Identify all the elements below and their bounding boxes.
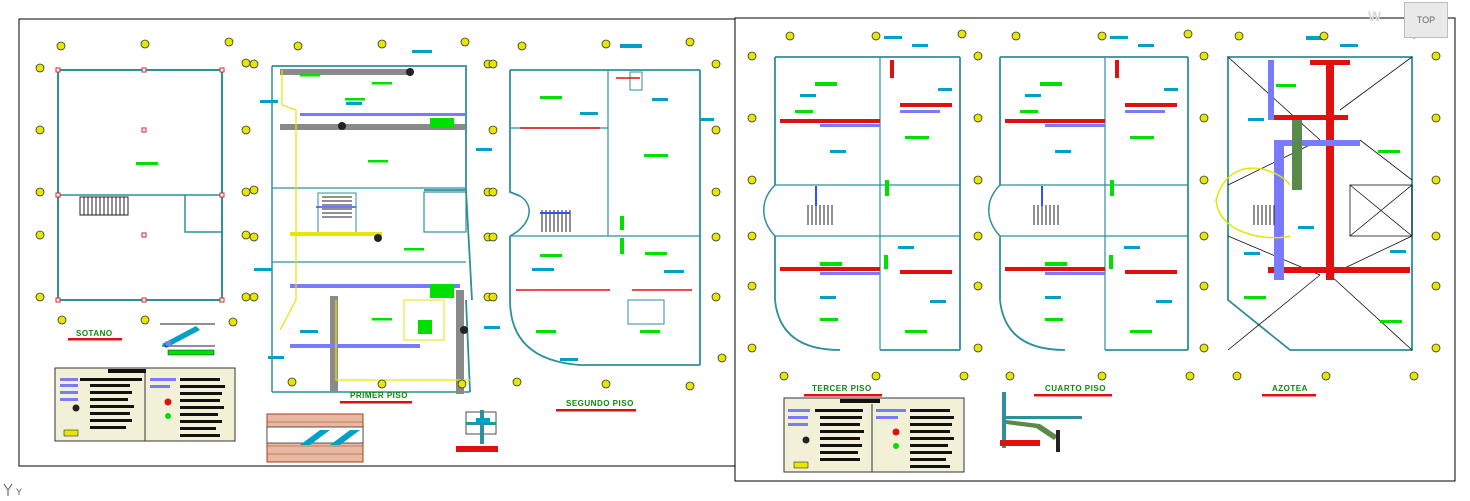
plan-title-underline (556, 409, 636, 412)
plan-sotano (35, 37, 251, 327)
detail-icon (266, 413, 364, 463)
plan-title-segundo-piso: SEGUNDO PISO (566, 399, 634, 408)
plan-title-underline (68, 338, 122, 341)
plan-title-azotea: AZOTEA (1272, 384, 1308, 393)
plan-tercer-piso (747, 29, 983, 381)
plan-title-primer-piso: PRIMER PISO (350, 391, 408, 400)
plan-title-underline (804, 394, 882, 397)
plan-cuarto-piso (988, 29, 1209, 381)
plan-title-underline (1034, 394, 1112, 397)
plan-azotea (1215, 29, 1441, 381)
sheet-right-border (734, 17, 1456, 482)
plan-title-tercer-piso: TERCER PISO (812, 384, 872, 393)
detail-icon (160, 323, 215, 356)
viewcube-icon[interactable]: TOP (1404, 2, 1448, 38)
legend-table-icon (54, 367, 236, 442)
plan-segundo-piso (488, 37, 727, 391)
plan-title-cuarto-piso: CUARTO PISO (1045, 384, 1106, 393)
compass-west-label[interactable]: W (1368, 8, 1382, 24)
plan-primer-piso (249, 37, 500, 394)
ucs-icon (3, 483, 13, 496)
legend-table-icon (783, 397, 965, 473)
plan-title-underline (1262, 394, 1316, 397)
ucs-axis-label: Y (16, 487, 22, 496)
detail-icon (456, 410, 498, 452)
detail-icon (1000, 392, 1082, 452)
plan-title-sotano: SOTANO (76, 329, 113, 338)
plan-title-underline (340, 401, 412, 404)
viewcube-face-label[interactable]: TOP (1416, 15, 1436, 25)
